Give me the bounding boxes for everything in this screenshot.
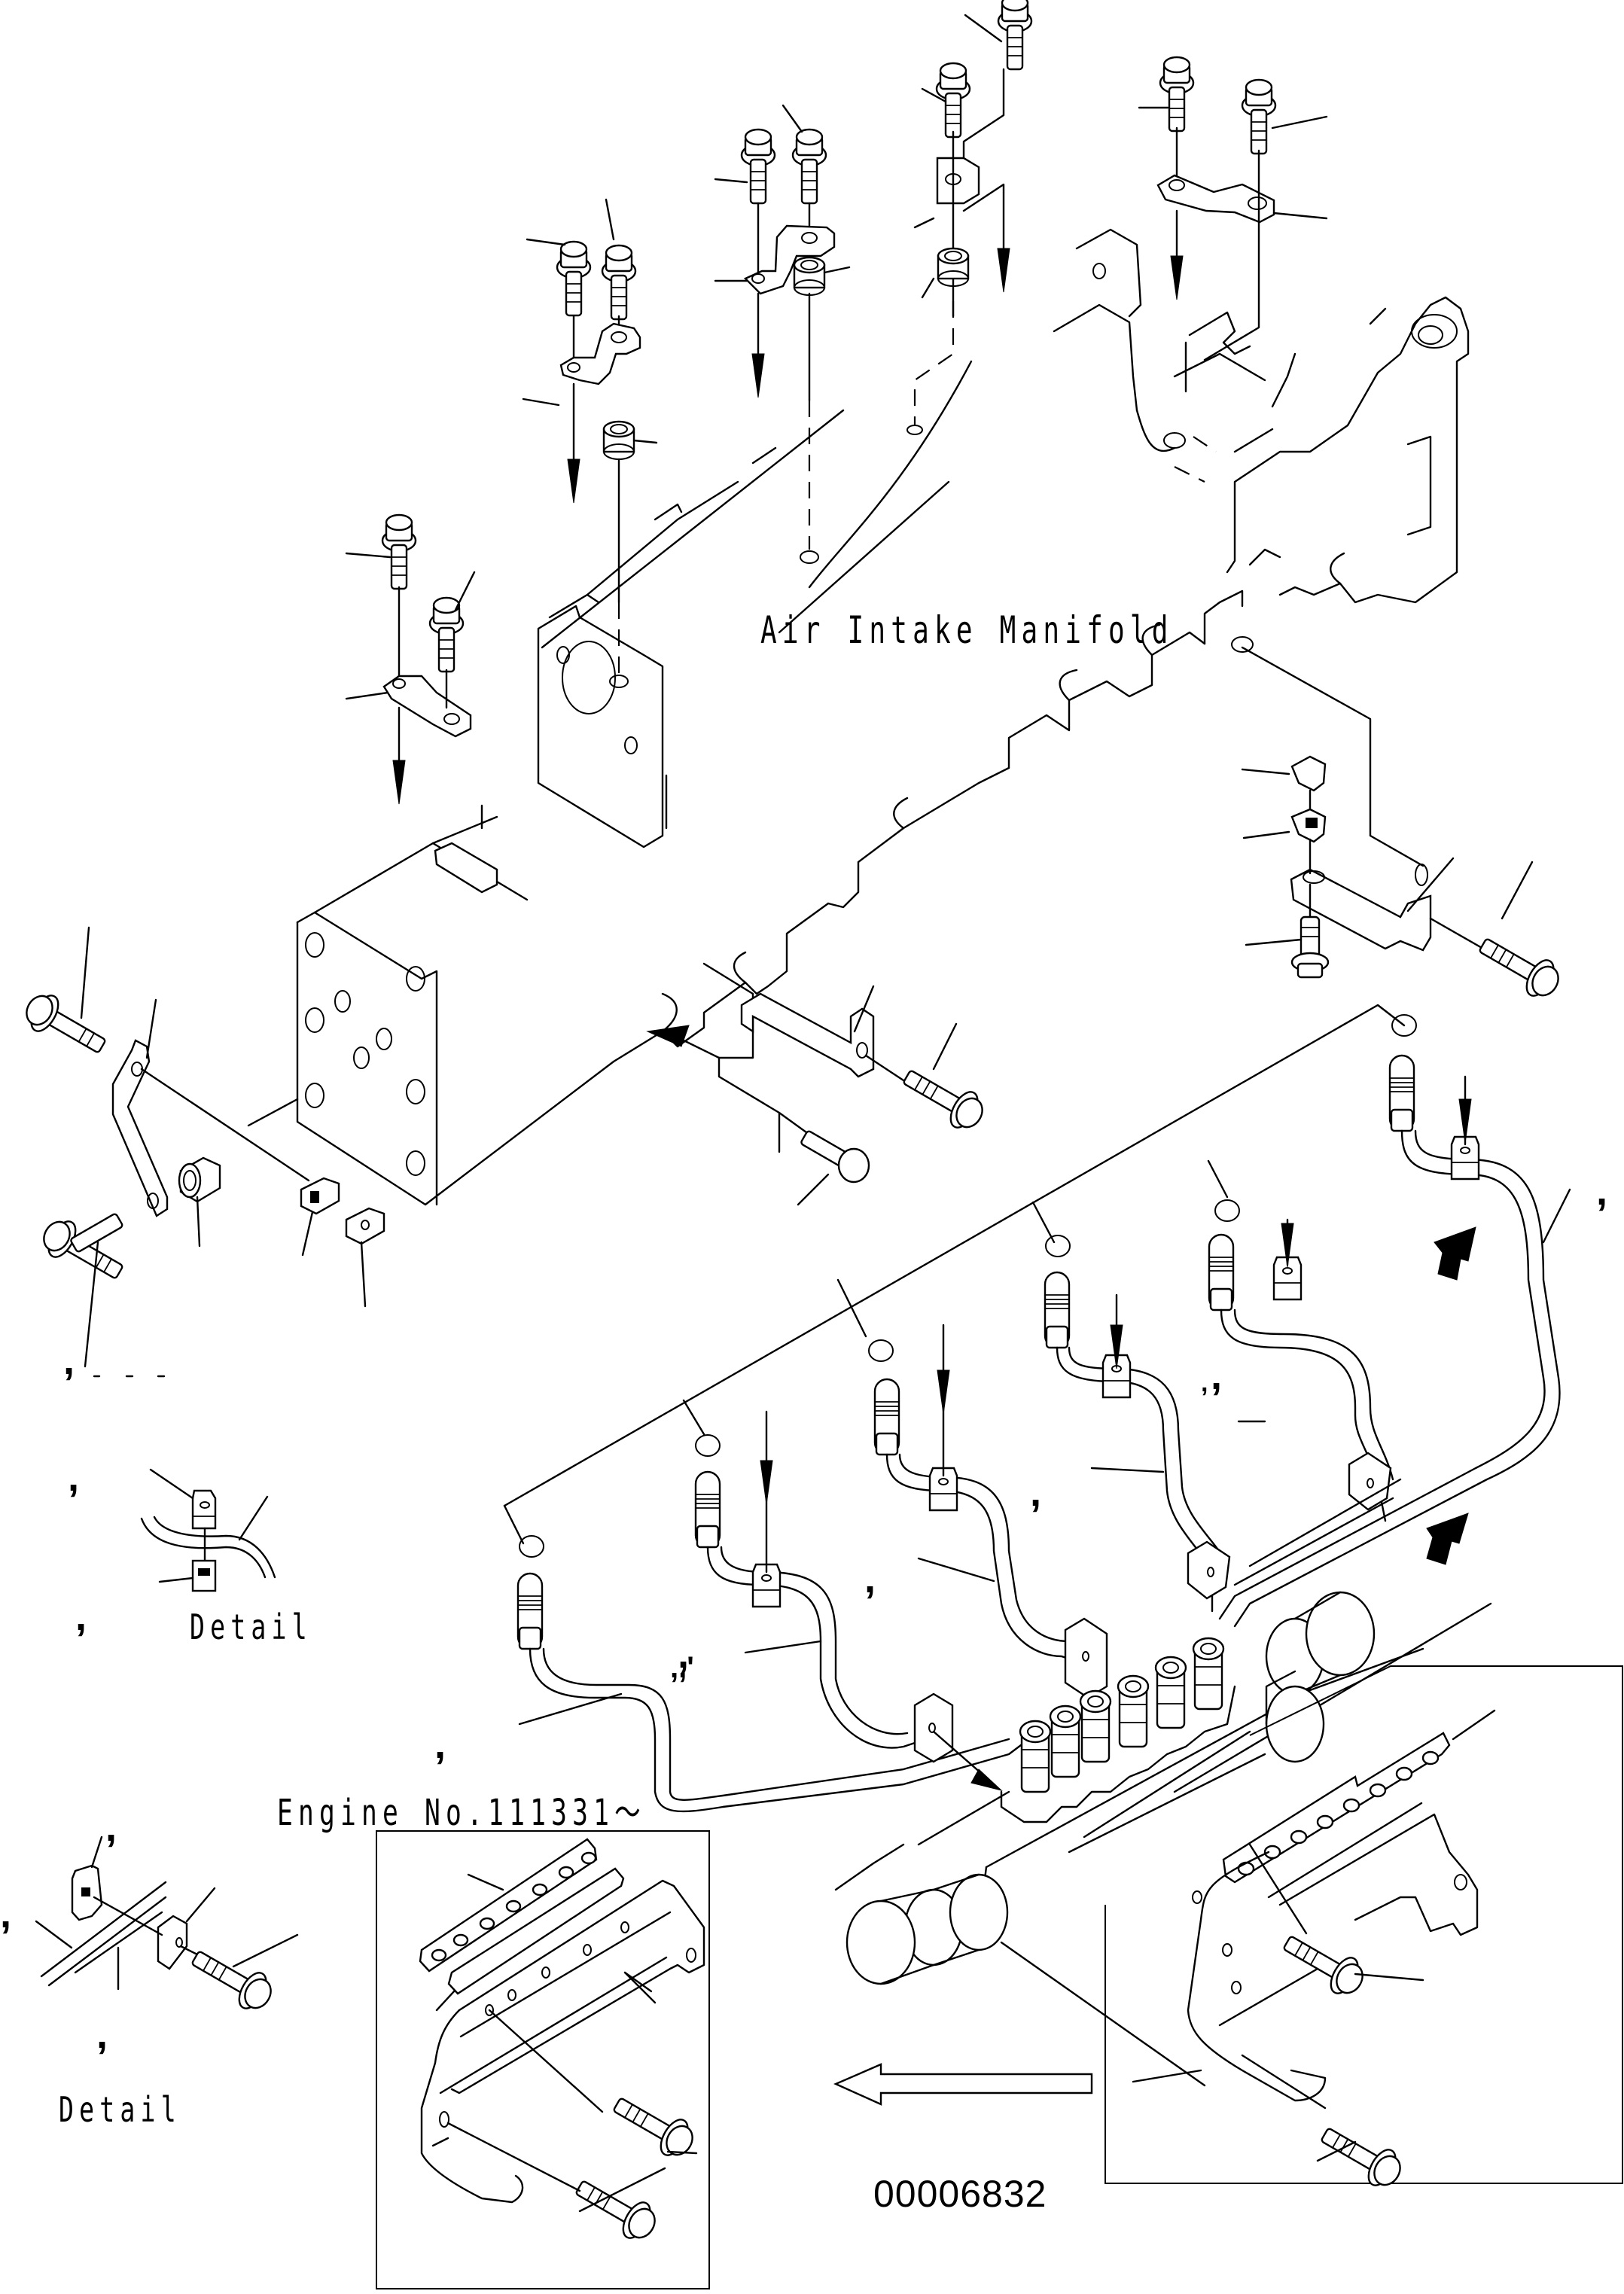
injector-tube-end-icon <box>516 1572 544 1650</box>
arrow-down-icon <box>567 458 580 504</box>
detail-label-upper: Detail <box>190 1607 312 1647</box>
injector-tube-end-icon <box>1208 1233 1235 1312</box>
callout-mark: , <box>0 1891 12 1936</box>
callout-mark: , <box>1596 1168 1608 1214</box>
flange-bolt-icon <box>1159 56 1195 133</box>
flange-bolt-icon <box>1241 78 1277 155</box>
flange-bolt-icon <box>791 128 827 205</box>
flange-bolt-icon <box>556 240 592 317</box>
arrow-down-icon <box>751 353 765 398</box>
injector-tube-end-icon <box>1044 1271 1071 1349</box>
fuel-injection-pump <box>834 1591 1492 2087</box>
clamp-detail-lower <box>35 1836 299 2018</box>
flange-bolt-icon <box>740 128 776 205</box>
right-inset-bracket <box>1105 1665 1623 2195</box>
arrow-down-icon <box>937 1369 950 1415</box>
clamp-detail-upper <box>140 1468 276 1592</box>
spacer-collar-icon <box>602 420 635 461</box>
injector-tube-end-icon <box>873 1378 900 1456</box>
callout-mark: , <box>68 1455 80 1500</box>
delivery-valve-fitting-icon <box>1117 1674 1150 1748</box>
view-direction-arrow <box>833 2063 1093 2106</box>
delivery-valve-fitting-icon <box>1154 1656 1187 1729</box>
engine-serial-note: Engine No.111331～ <box>277 1792 646 1834</box>
injection-tube-set <box>503 1004 1571 1813</box>
spacer-collar-icon <box>793 256 826 297</box>
callout-mark: , <box>1211 1353 1223 1398</box>
right-bracket-assembly <box>1241 646 1567 1005</box>
drawing-number: 00006832 <box>873 2173 1047 2215</box>
flange-bolt-icon <box>568 2169 663 2247</box>
callout-mark: , <box>1201 1369 1208 1397</box>
arrow-down-icon <box>760 1460 773 1505</box>
arrow-down-icon <box>997 248 1010 293</box>
upper-fastener-group <box>345 0 1328 805</box>
flange-bolt-icon <box>601 244 637 321</box>
injector-tube-end-icon <box>694 1470 721 1549</box>
flange-bolt-icon <box>896 1059 991 1137</box>
flange-bolt-icon <box>381 513 417 590</box>
callout-mark: , <box>864 1556 876 1601</box>
callout-mark: , <box>434 1722 446 1767</box>
flange-bolt-icon <box>1276 1924 1371 2003</box>
arrow-down-icon <box>1170 255 1184 300</box>
flange-bolt-icon <box>18 986 113 1065</box>
flange-bolt-icon <box>1472 927 1567 1005</box>
injector-tube-end-icon <box>1388 1054 1415 1132</box>
callout-mark: , <box>678 1631 690 1677</box>
injector-holders <box>1237 1750 1440 1876</box>
flange-bolt-icon <box>428 596 465 673</box>
air-intake-manifold <box>296 228 1470 1206</box>
callout-mark: , <box>63 1338 75 1383</box>
callout-mark: , <box>96 2012 108 2057</box>
callout-mark: ,,' <box>670 1651 694 1684</box>
left-inset-bracket <box>376 1830 710 2289</box>
callout-mark: , <box>75 1594 87 1639</box>
delivery-valve-fitting-icon <box>1079 1689 1112 1763</box>
delivery-valve-fitting-icon <box>1049 1705 1082 1778</box>
callout-mark: , <box>1030 1470 1042 1515</box>
arrow-down-icon <box>392 760 406 805</box>
detail-label-lower: Detail <box>59 2089 181 2130</box>
delivery-valve-fitting-icon <box>1019 1720 1052 1793</box>
center-stay-bracket <box>646 962 991 1206</box>
callout-mark: , <box>105 1805 117 1850</box>
flange-bolt-icon <box>997 0 1033 71</box>
air-intake-manifold-label: Air Intake Manifold <box>760 608 1174 652</box>
left-end-fasteners <box>18 926 385 1378</box>
delivery-valve-fitting-icon <box>1192 1637 1225 1711</box>
